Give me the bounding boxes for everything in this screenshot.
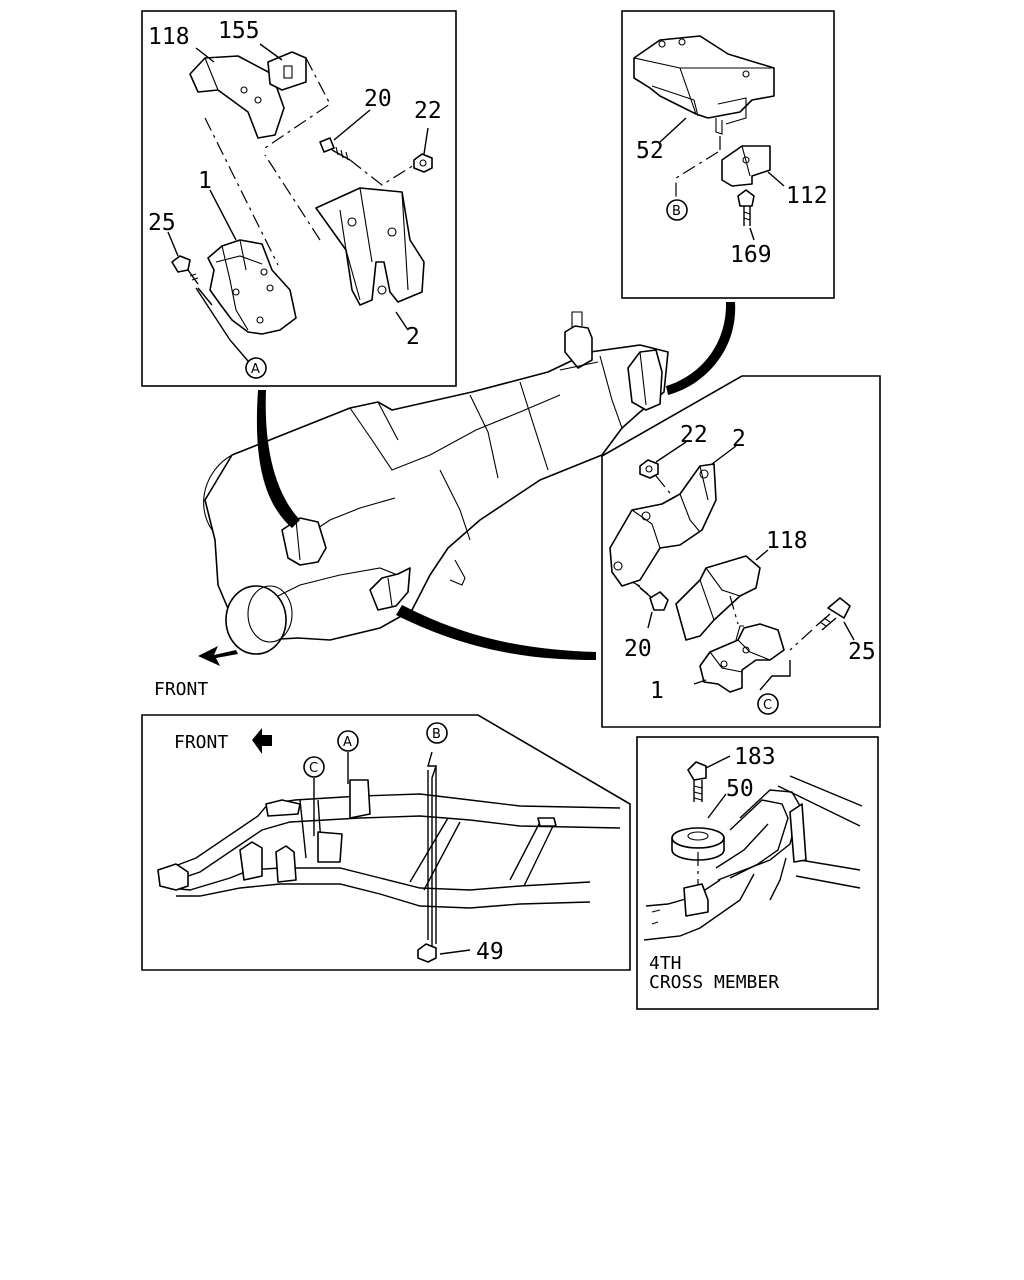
- label-2: 2: [406, 324, 420, 350]
- label-25-right: 25: [848, 639, 876, 665]
- ref-label-a-frame: A: [343, 735, 352, 750]
- front-label-main: FRONT: [154, 679, 208, 700]
- label-169: 169: [730, 242, 772, 268]
- label-50: 50: [726, 776, 754, 802]
- ref-circle-b-frame: [426, 722, 448, 744]
- front-arrow-frame: [252, 728, 272, 754]
- front-label-frame: FRONT: [174, 732, 228, 753]
- label-112: 112: [786, 183, 828, 209]
- transmission-assembly: [203, 311, 669, 655]
- cross-member-label-line2: CROSS MEMBER: [649, 972, 779, 993]
- panel-frame-overview: FRONT 49 A B C: [141, 714, 631, 971]
- front-arrow-main: FRONT: [154, 646, 238, 700]
- label-22-right: 22: [680, 422, 708, 448]
- ref-label-c-frame: C: [309, 761, 318, 776]
- label-183: 183: [734, 744, 776, 770]
- ref-circle-a: [245, 357, 267, 379]
- label-20-right: 20: [624, 636, 652, 662]
- label-52: 52: [636, 138, 664, 164]
- label-25: 25: [148, 210, 176, 236]
- label-49: 49: [476, 939, 504, 965]
- label-118-right: 118: [766, 528, 808, 554]
- label-22: 22: [414, 98, 442, 124]
- cross-member-label-line1: 4TH: [649, 953, 682, 974]
- label-2-right: 2: [732, 426, 746, 452]
- label-1: 1: [198, 168, 212, 194]
- label-20: 20: [364, 86, 392, 112]
- ref-label-b-frame: B: [432, 727, 441, 742]
- panel-engine-mount-right: 22 2 118 20 25 1 C: [601, 375, 881, 728]
- ref-circle-b: [666, 199, 688, 221]
- ref-label-b: B: [672, 204, 681, 219]
- ref-label-c: C: [763, 698, 772, 713]
- ref-circle-c: [757, 693, 779, 715]
- connector-curves: [256, 302, 736, 660]
- label-118: 118: [148, 24, 190, 50]
- label-155: 155: [218, 18, 260, 44]
- ref-label-a: A: [251, 362, 260, 377]
- panel-cross-member: 183 50 4TH CROSS MEMBER: [636, 736, 879, 1010]
- panel-engine-mount-left: 118 155 20 22 1 25 2 A: [141, 10, 457, 387]
- label-1-right: 1: [650, 678, 664, 704]
- ref-circle-c-frame: [303, 756, 325, 778]
- ref-circle-a-frame: [337, 730, 359, 752]
- panel-rear-mount: 52 112 169 B: [621, 10, 835, 299]
